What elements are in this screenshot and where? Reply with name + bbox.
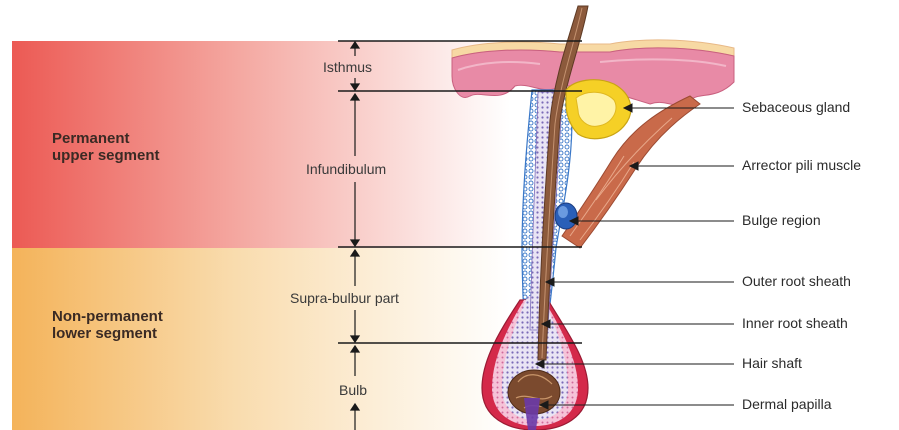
lower-segment-label: Non-permanent lower segment — [52, 308, 163, 342]
upper-segment-line2: upper segment — [52, 147, 160, 164]
inner-root-sheath-label: Inner root sheath — [742, 315, 848, 331]
lower-segment-line1: Non-permanent — [52, 308, 163, 325]
upper-segment-line1: Permanent — [52, 130, 160, 147]
infundibulum-label: Infundibulum — [306, 161, 386, 177]
arrector-pili-label: Arrector pili muscle — [742, 157, 861, 173]
upper-segment-label: Permanent upper segment — [52, 130, 160, 164]
bulge-region-label: Bulge region — [742, 212, 821, 228]
dermal-papilla-label: Dermal papilla — [742, 396, 831, 412]
lower-segment-line2: lower segment — [52, 325, 163, 342]
bulb-label: Bulb — [339, 382, 367, 398]
isthmus-label: Isthmus — [323, 59, 372, 75]
hair-shaft-label: Hair shaft — [742, 355, 802, 371]
sebaceous-gland-label: Sebaceous gland — [742, 99, 850, 115]
outer-root-sheath-label: Outer root sheath — [742, 273, 851, 289]
suprabulbar-label: Supra-bulbur part — [290, 290, 399, 306]
